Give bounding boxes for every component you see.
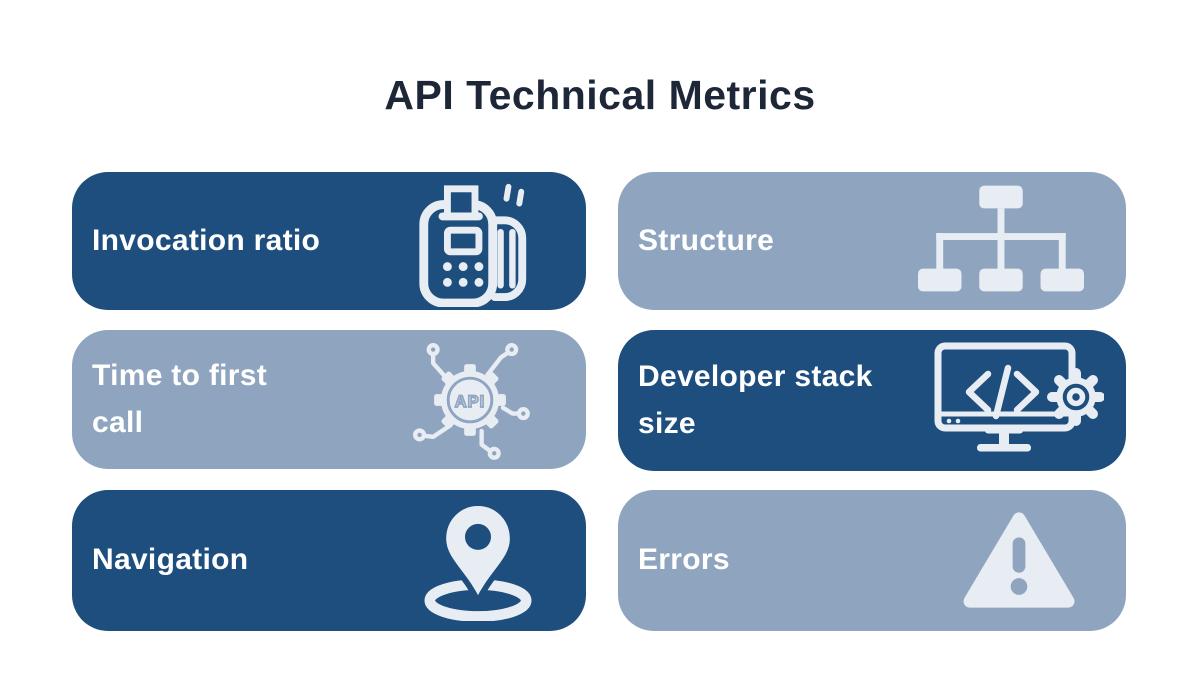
page-title: API Technical Metrics	[384, 72, 816, 118]
card-navigation: Navigation	[72, 490, 586, 631]
api-icon-text: API	[455, 392, 485, 410]
code-monitor-icon	[932, 340, 1105, 462]
card-developer-stack-size: Developer stack size	[618, 330, 1126, 471]
card-structure: Structure	[618, 172, 1126, 310]
sitemap-icon	[918, 185, 1084, 297]
location-pin-icon	[424, 499, 532, 622]
card-label: Errors	[638, 543, 730, 577]
card-label: Navigation	[92, 543, 249, 577]
warning-triangle-icon	[958, 507, 1080, 615]
pos-terminal-icon	[410, 175, 538, 308]
card-label: Developer stack size	[638, 360, 873, 440]
card-label: Time to first call	[92, 359, 268, 439]
card-errors: Errors	[618, 490, 1126, 631]
api-network-icon: API	[402, 336, 538, 464]
card-label: Structure	[638, 223, 775, 257]
card-invocation-ratio: Invocation ratio	[72, 172, 586, 310]
card-time-to-first-call: Time to first call	[72, 330, 586, 469]
card-label: Invocation ratio	[92, 223, 321, 257]
